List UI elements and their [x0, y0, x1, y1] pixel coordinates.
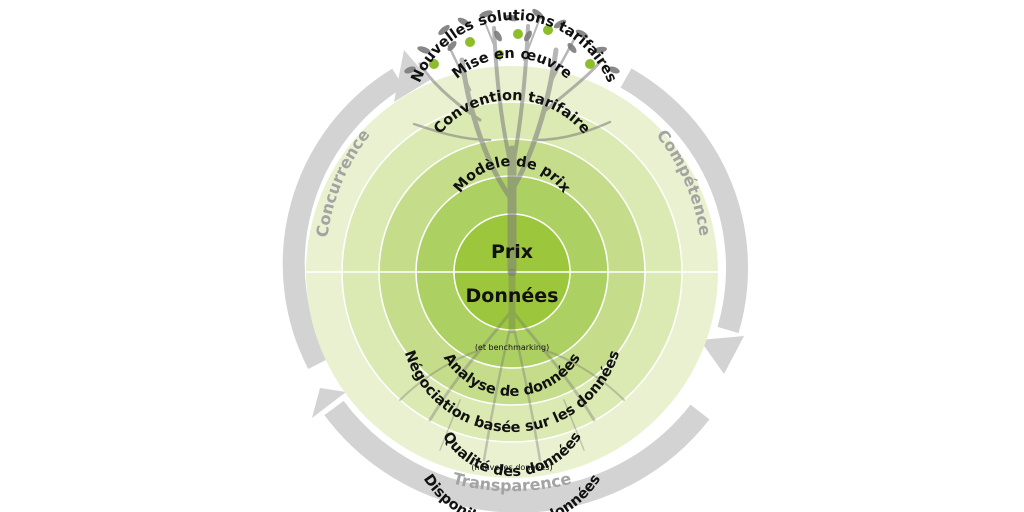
cycle-arrows [282, 50, 749, 512]
concurrence-arrowhead-icon [394, 50, 430, 102]
transparence-arrowhead-icon [312, 388, 346, 418]
concurrence-arrow [282, 68, 404, 370]
competence-arrowhead-icon [700, 336, 744, 374]
ring1-bottom-sublabel: (nouvelles données) [471, 462, 552, 472]
roots-icon [399, 268, 625, 462]
competence-arrow [620, 68, 749, 334]
tree-crown [404, 8, 620, 74]
tree-fruits [429, 25, 595, 69]
transparence-arrow [324, 400, 710, 512]
center-top-label: Prix [491, 241, 533, 263]
ring4-bottom-sublabel: (et benchmarking) [475, 343, 549, 352]
center-bottom-label: Données [466, 285, 559, 307]
